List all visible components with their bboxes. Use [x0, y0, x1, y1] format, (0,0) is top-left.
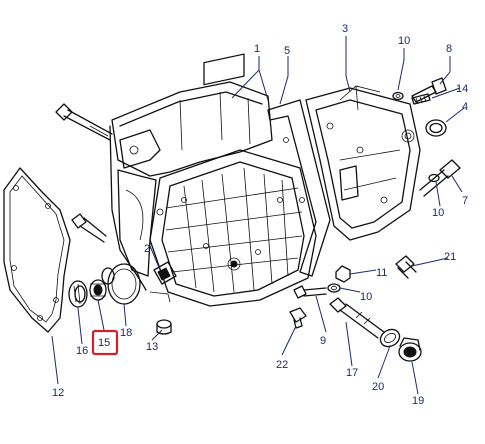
seal-20 [379, 328, 401, 348]
callout-5: 5 [284, 45, 290, 57]
washer-10-top [392, 91, 404, 101]
callout-10-top: 10 [398, 35, 410, 47]
callout-7: 7 [462, 195, 468, 207]
leader-lines [51, 36, 465, 395]
callout-15-highlight [91, 329, 119, 356]
nut-11 [335, 265, 351, 283]
callout-2: 2 [144, 243, 150, 255]
callout-14: 14 [456, 83, 468, 95]
plug-22 [289, 307, 307, 329]
rod-17 [329, 297, 385, 339]
washer-10-mid [428, 173, 440, 183]
callout-15: 15 [98, 337, 110, 349]
plug-21 [395, 255, 417, 279]
bearing-16 [68, 280, 88, 308]
bolt-left-lower [71, 213, 107, 243]
gasket-5 [267, 99, 331, 277]
callout-20: 20 [372, 381, 384, 393]
callout-13: 13 [146, 341, 158, 353]
bolt-7 [419, 159, 461, 197]
bolt-left-upper [55, 103, 113, 141]
callout-labels: 1 2 3 4 5 7 8 9 10 10 10 11 12 13 14 15 … [52, 23, 468, 407]
washer-10-low [327, 283, 341, 293]
callout-19: 19 [412, 395, 424, 407]
plug-19 [398, 337, 422, 362]
callout-16: 16 [76, 345, 88, 357]
screw-8 [411, 77, 447, 103]
callout-8: 8 [446, 43, 452, 55]
callout-11: 11 [376, 267, 387, 279]
callout-17: 17 [346, 367, 358, 379]
callout-12: 12 [52, 387, 64, 399]
callout-21: 21 [444, 251, 456, 263]
callout-9: 9 [320, 335, 326, 347]
bolt-9 [293, 285, 327, 299]
main-housing [109, 53, 317, 307]
callout-10-low: 10 [360, 291, 372, 303]
cover-3 [305, 85, 421, 241]
callout-18: 18 [120, 327, 132, 339]
bolt-14 [411, 93, 431, 105]
seal-4 [425, 119, 447, 137]
callout-10-mid: 10 [432, 207, 444, 219]
plate-18 [101, 263, 141, 305]
callout-22: 22 [276, 359, 288, 371]
callout-4: 4 [462, 101, 468, 113]
callout-1: 1 [254, 43, 260, 55]
gear-15 [89, 279, 107, 301]
plug-13 [156, 319, 172, 335]
callout-3: 3 [342, 23, 348, 35]
gasket-12 [3, 167, 71, 333]
